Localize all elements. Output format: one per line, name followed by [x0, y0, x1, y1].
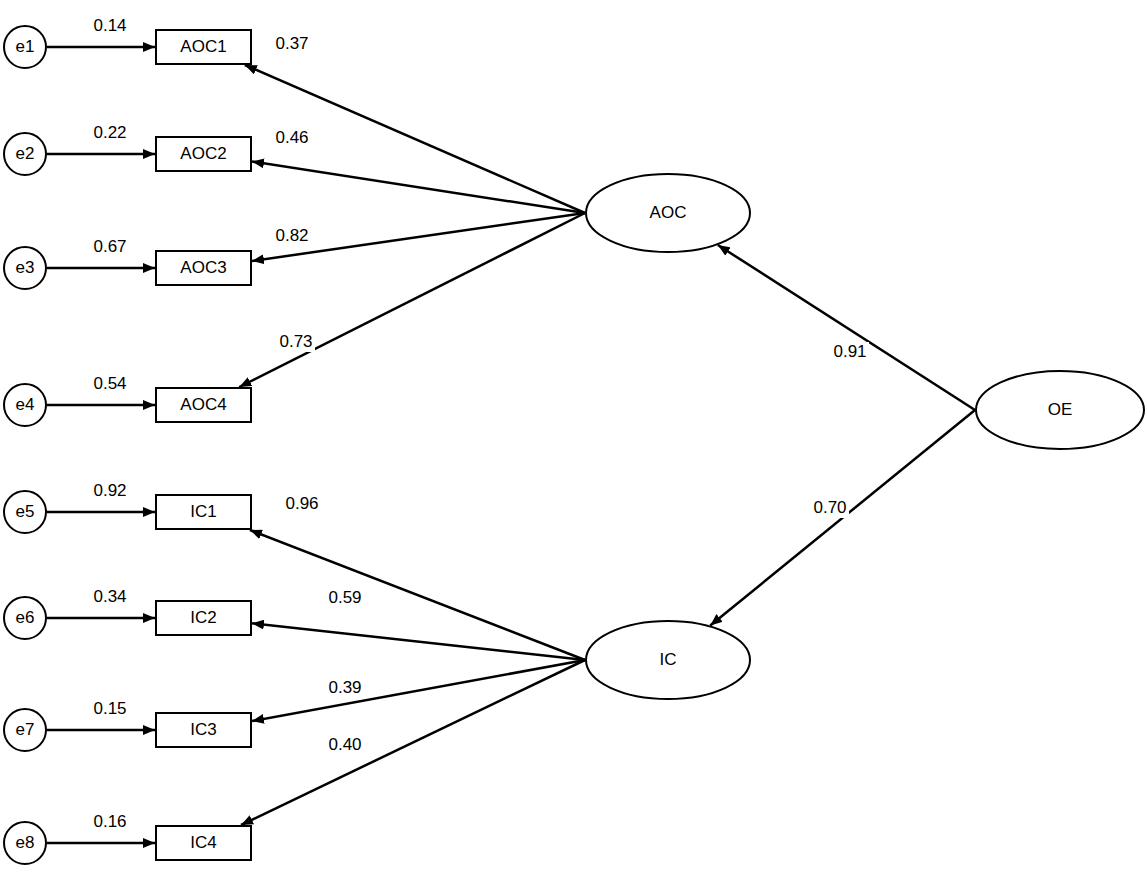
node-label: IC4 — [190, 833, 216, 853]
error-variance: 0.92 — [91, 481, 128, 501]
loading-value: 0.73 — [277, 332, 314, 352]
path-arrow — [47, 617, 155, 620]
indicator-box: IC1 — [155, 494, 252, 530]
node-label: e3 — [16, 258, 35, 278]
indicator-box: AOC1 — [155, 29, 252, 65]
error-circle: e8 — [3, 821, 47, 865]
path-arrow — [47, 267, 155, 270]
indicator-box: IC2 — [155, 600, 252, 636]
path-arrow — [47, 729, 155, 732]
node-label: OE — [1048, 400, 1073, 420]
node-label: IC3 — [190, 720, 216, 740]
path-arrow — [239, 213, 585, 387]
node-label: e8 — [16, 833, 35, 853]
path-arrow — [47, 511, 155, 514]
loading-value: 0.59 — [326, 588, 363, 608]
error-variance: 0.34 — [91, 587, 128, 607]
path-arrow — [47, 404, 155, 407]
error-circle: e3 — [3, 246, 47, 290]
path-arrow — [250, 530, 585, 660]
node-label: IC1 — [190, 502, 216, 522]
error-circle: e1 — [3, 25, 47, 69]
path-arrow — [710, 410, 975, 626]
path-arrow — [252, 660, 585, 721]
error-variance: 0.54 — [91, 374, 128, 394]
node-label: e2 — [16, 144, 35, 164]
error-circle: e6 — [3, 596, 47, 640]
error-variance: 0.67 — [91, 237, 128, 257]
loading-value: 0.82 — [273, 226, 310, 246]
indicator-box: AOC3 — [155, 250, 252, 286]
node-label: e6 — [16, 608, 35, 628]
path-arrow — [47, 46, 155, 49]
loading-value: 0.40 — [326, 735, 363, 755]
loading-value: 0.39 — [326, 678, 363, 698]
node-label: e7 — [16, 720, 35, 740]
path-arrow — [241, 660, 585, 825]
error-variance: 0.15 — [91, 699, 128, 719]
latent-ellipse: IC — [585, 620, 751, 700]
node-label: AOC4 — [180, 395, 226, 415]
error-circle: e7 — [3, 708, 47, 752]
loading-value: 0.70 — [811, 498, 848, 518]
loading-value: 0.96 — [283, 494, 320, 514]
indicator-box: AOC4 — [155, 387, 252, 423]
indicator-box: IC4 — [155, 825, 252, 861]
node-label: IC — [660, 650, 677, 670]
error-circle: e5 — [3, 490, 47, 534]
node-label: e1 — [16, 37, 35, 57]
loading-value: 0.46 — [273, 128, 310, 148]
indicator-box: AOC2 — [155, 136, 252, 172]
error-circle: e4 — [3, 383, 47, 427]
error-variance: 0.16 — [91, 812, 128, 832]
node-label: AOC2 — [180, 144, 226, 164]
path-arrow — [718, 245, 975, 410]
loading-value: 0.91 — [831, 342, 868, 362]
path-arrow — [252, 162, 585, 213]
path-arrow — [47, 153, 155, 156]
path-arrow — [47, 842, 155, 845]
node-label: e4 — [16, 395, 35, 415]
node-label: AOC — [650, 203, 687, 223]
error-variance: 0.22 — [91, 123, 128, 143]
latent-ellipse: AOC — [585, 173, 751, 253]
error-circle: e2 — [3, 132, 47, 176]
path-arrow — [245, 65, 585, 213]
latent-ellipse: OE — [975, 370, 1145, 450]
node-label: e5 — [16, 502, 35, 522]
error-variance: 0.14 — [91, 16, 128, 36]
path-arrow — [252, 623, 585, 660]
loading-value: 0.37 — [273, 34, 310, 54]
node-label: AOC1 — [180, 37, 226, 57]
indicator-box: IC3 — [155, 712, 252, 748]
node-label: IC2 — [190, 608, 216, 628]
node-label: AOC3 — [180, 258, 226, 278]
